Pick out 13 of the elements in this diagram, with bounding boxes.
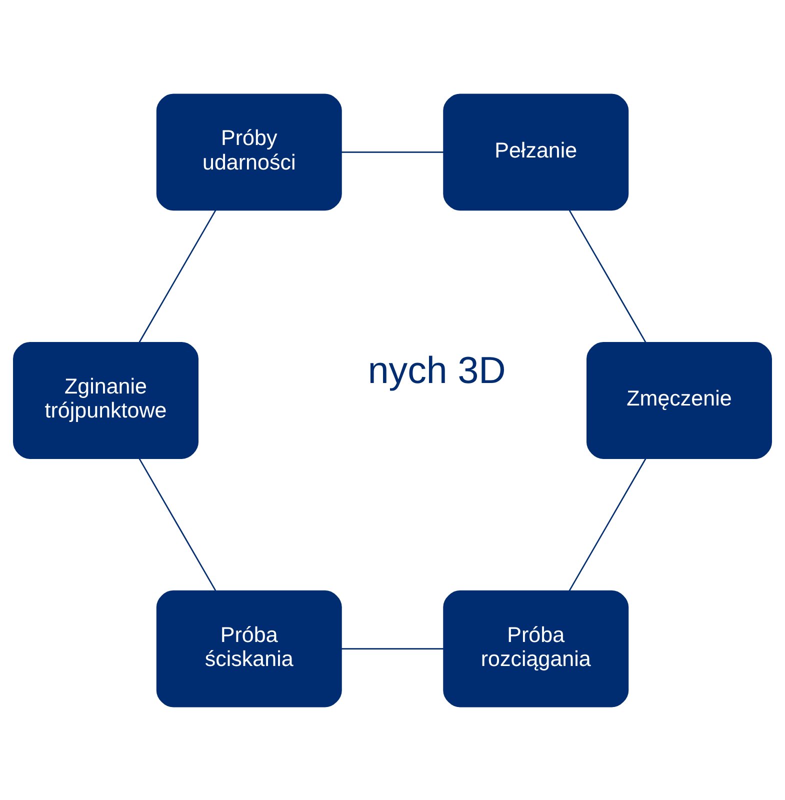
label: nych 3D [368,348,506,390]
connector [568,210,646,342]
node-box: Próby udarności [156,93,342,210]
node-box: Próba ściskania [156,590,342,707]
node-box: Próba rozciągania [443,590,629,707]
node-box: Pełzanie [443,93,629,210]
connector [341,151,444,152]
connector [138,458,216,590]
connector [138,209,216,342]
connector [341,648,444,649]
node-box: Zginanie trójpunktowe [13,342,198,458]
node-box: Zmęczenie [586,342,772,458]
connector [568,458,646,591]
